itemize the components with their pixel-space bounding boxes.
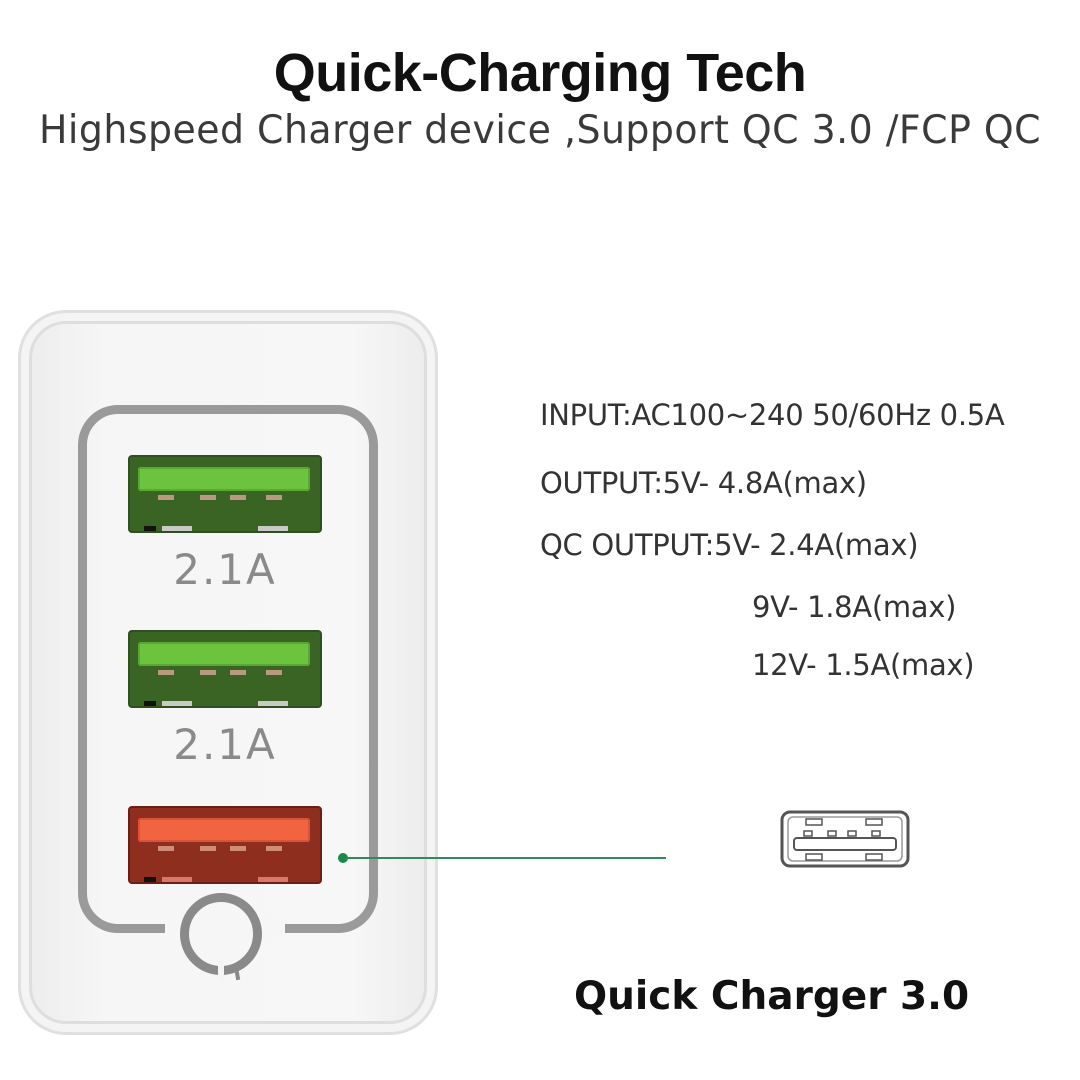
port-latch xyxy=(162,877,192,882)
port-pin xyxy=(230,846,246,851)
port-latch xyxy=(258,877,288,882)
port-mark xyxy=(144,526,156,531)
port-pin xyxy=(158,670,174,675)
usb-port-icon xyxy=(780,810,910,868)
port-pin xyxy=(200,846,216,851)
spec-input: INPUT:AC100~240 50/60Hz 0.5A xyxy=(540,398,1005,432)
spec-qc-12v: 12V- 1.5A(max) xyxy=(752,648,975,682)
port-pin xyxy=(230,670,246,675)
port-latch xyxy=(258,701,288,706)
port-latch xyxy=(162,526,192,531)
port-tongue xyxy=(138,642,310,666)
port-1-label: 2.1A xyxy=(173,545,277,594)
port-pin xyxy=(266,670,282,675)
port-tongue xyxy=(138,467,310,491)
usb-port-1 xyxy=(128,455,322,533)
port-mark xyxy=(144,877,156,882)
port-pin xyxy=(200,495,216,500)
port-pin xyxy=(266,495,282,500)
spec-output: OUTPUT:5V- 4.8A(max) xyxy=(540,466,867,500)
page-subtitle: Highspeed Charger device ,Support QC 3.0… xyxy=(38,108,1042,153)
port-pin xyxy=(200,670,216,675)
port-latch xyxy=(258,526,288,531)
usb-port-qc xyxy=(128,806,322,884)
quick-charger-label: Quick Charger 3.0 xyxy=(574,974,970,1019)
ring-notch xyxy=(218,960,224,980)
port-pin xyxy=(158,495,174,500)
spec-qc-9v: 9V- 1.8A(max) xyxy=(752,590,957,624)
page-title: Quick-Charging Tech xyxy=(273,43,807,103)
port-pin xyxy=(230,495,246,500)
spec-qc-output: QC OUTPUT:5V- 2.4A(max) xyxy=(540,528,919,562)
port-pin xyxy=(266,846,282,851)
port-tongue xyxy=(138,818,310,842)
port-mark xyxy=(144,701,156,706)
port-latch xyxy=(162,701,192,706)
callout-dot xyxy=(338,853,348,863)
port-2-label: 2.1A xyxy=(173,720,277,769)
callout-line xyxy=(346,857,666,859)
usb-port-2 xyxy=(128,630,322,708)
port-pin xyxy=(158,846,174,851)
